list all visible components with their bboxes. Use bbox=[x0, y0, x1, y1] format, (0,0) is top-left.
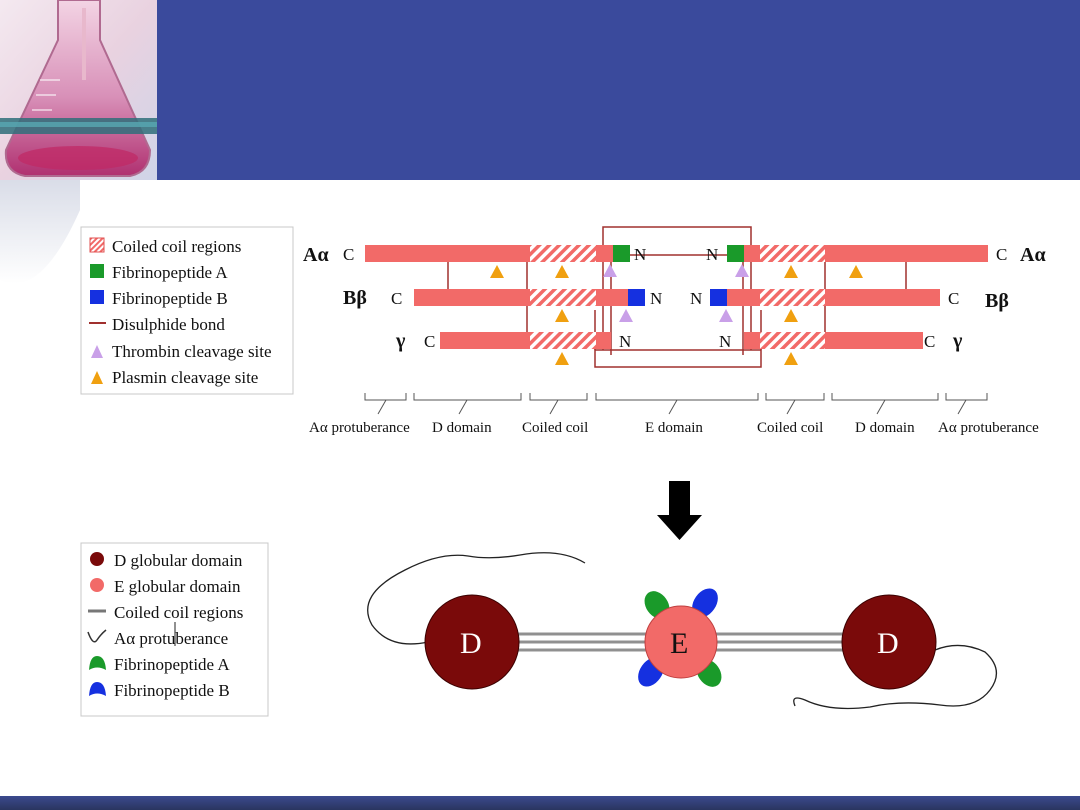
label-a-alpha-right: Aα bbox=[1020, 244, 1046, 266]
thrombin-cleavage-sites bbox=[603, 264, 749, 322]
plasmin-cleavage-sites bbox=[490, 265, 863, 365]
legend-label: D globular domain bbox=[114, 551, 243, 570]
chain-gamma bbox=[440, 332, 923, 349]
blue-square-icon bbox=[90, 290, 104, 304]
green-square-icon bbox=[90, 264, 104, 278]
region-labels: Aα protuberance D domain Coiled coil E d… bbox=[309, 420, 1039, 436]
globular-model: D E D bbox=[367, 552, 997, 710]
flask-reflection bbox=[0, 180, 80, 300]
n-terminal-label: N bbox=[619, 332, 631, 351]
legend-label: Fibrinopeptide B bbox=[112, 289, 228, 308]
region-label: D domain bbox=[432, 420, 492, 436]
legend-label: Disulphide bond bbox=[112, 315, 225, 334]
legend-bottom: D globular domain E globular domain Coil… bbox=[80, 542, 269, 717]
chain-b-beta bbox=[414, 289, 940, 306]
n-terminal-label: N bbox=[706, 245, 718, 264]
d-domain-label: D bbox=[877, 627, 899, 660]
c-terminal-label: C bbox=[996, 245, 1007, 264]
legend-label: Coiled coil regions bbox=[114, 603, 243, 622]
hatched-square-icon bbox=[89, 237, 105, 253]
legend-label: Aα protuberance bbox=[114, 629, 228, 648]
n-terminal-label: N bbox=[650, 289, 662, 308]
n-terminal-label: N bbox=[690, 289, 702, 308]
legend-label: Thrombin cleavage site bbox=[112, 342, 272, 361]
e-globular-domain bbox=[644, 605, 718, 679]
red-circle-icon bbox=[90, 578, 104, 592]
c-terminal-label: C bbox=[391, 289, 402, 308]
e-domain-label: E bbox=[670, 627, 688, 660]
chain-a-alpha bbox=[365, 245, 988, 262]
d-globular-domain-right bbox=[841, 594, 937, 690]
label-b-beta-left: Bβ bbox=[343, 287, 367, 309]
region-label: Coiled coil bbox=[757, 420, 823, 436]
c-terminal-label: C bbox=[424, 332, 435, 351]
region-label: E domain bbox=[645, 420, 703, 436]
legend-top: Coiled coil regions Fibrinopeptide A Fib… bbox=[80, 226, 294, 395]
region-label: D domain bbox=[855, 420, 915, 436]
dark-red-circle-icon bbox=[90, 552, 104, 566]
protuberance-line-left bbox=[367, 552, 586, 645]
wavy-line-icon bbox=[87, 629, 107, 643]
down-arrow-icon bbox=[657, 481, 702, 540]
c-terminal-label: C bbox=[948, 289, 959, 308]
label-b-beta-right: Bβ bbox=[985, 290, 1009, 312]
legend-label: Fibrinopeptide A bbox=[112, 263, 228, 282]
label-a-alpha-left: Aα bbox=[303, 244, 329, 266]
d-domain-label: D bbox=[460, 627, 482, 660]
label-gamma-left: γ bbox=[395, 330, 406, 352]
legend-label: E globular domain bbox=[114, 577, 241, 596]
title-banner bbox=[0, 0, 1080, 180]
region-label: Aα protuberance bbox=[309, 420, 410, 436]
region-brackets bbox=[364, 393, 988, 415]
c-terminal-label: C bbox=[343, 245, 354, 264]
coiled-coil-rods-left bbox=[515, 632, 648, 652]
n-terminal-label: N bbox=[634, 245, 646, 264]
label-gamma-right: γ bbox=[952, 330, 963, 352]
d-globular-domain-left bbox=[424, 594, 520, 690]
n-terminal-label: N bbox=[719, 332, 731, 351]
orange-triangle-icon bbox=[91, 371, 103, 384]
legend-label: Plasmin cleavage site bbox=[112, 368, 258, 387]
green-blob-icon bbox=[89, 656, 106, 670]
footer-bar bbox=[0, 796, 1080, 810]
flask-image bbox=[0, 0, 157, 180]
blue-blob-icon bbox=[89, 682, 106, 696]
legend-label: Coiled coil regions bbox=[112, 237, 241, 256]
coiled-coil-rods-right bbox=[714, 632, 848, 652]
c-terminal-label: C bbox=[924, 332, 935, 351]
legend-label: Fibrinopeptide B bbox=[114, 681, 230, 700]
region-label: Coiled coil bbox=[522, 420, 588, 436]
legend-label: Fibrinopeptide A bbox=[114, 655, 230, 674]
protuberance-line-right bbox=[793, 644, 997, 710]
purple-triangle-icon bbox=[91, 345, 103, 358]
chain-labels: Aα C N N C Aα Bβ C N N C Bβ γ C N N C γ bbox=[303, 244, 1046, 352]
region-label: Aα protuberance bbox=[938, 420, 1039, 436]
